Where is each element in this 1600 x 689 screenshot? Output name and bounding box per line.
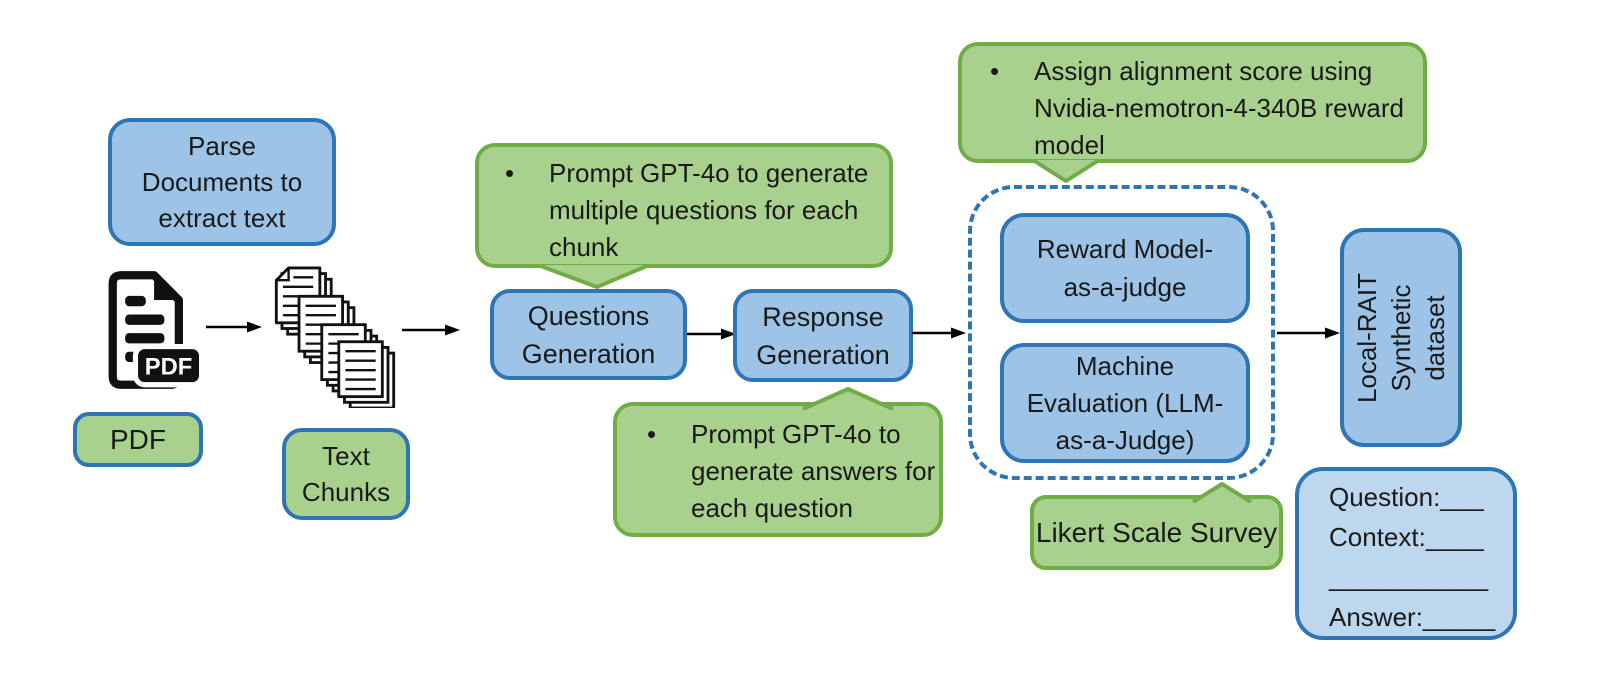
machine-evaluation-box: Machine Evaluation (LLM- as-a-Judge) [1000,343,1250,463]
dataset-box: Local-RAIT Synthetic dataset [1340,228,1462,447]
text-chunks-label-text: Text Chunks [301,441,391,507]
questions-generation-label: Questions Generation [521,300,656,369]
machine-evaluation-label: Machine Evaluation (LLM- as-a-Judge) [1026,350,1224,455]
reward-model-callout: • Assign alignment score using Nvidia-ne… [958,42,1427,183]
likert-survey-callout: Likert Scale Survey [1030,482,1283,570]
dataset-box-label: Local-RAIT Synthetic dataset [1352,272,1450,403]
qa-template-card: Question:___ Context:____ ___________ An… [1295,467,1517,640]
parse-documents-label: Parse Documents to extract text [141,131,303,233]
response-callout-text: Prompt GPT-4o to generate answers for ea… [691,419,936,523]
response-generation-label: Response Generation [756,301,890,370]
text-chunks-label: Text Chunks [282,428,410,520]
questions-callout-text: Prompt GPT-4o to generate multiple quest… [549,158,869,262]
reward-model-box: Reward Model- as-a-judge [1000,213,1250,323]
reward-callout-text: Assign alignment score using Nvidia-nemo… [1034,56,1404,160]
questions-generation-callout: • Prompt GPT-4o to generate multiple que… [475,143,893,289]
callout-tail-up [1192,482,1252,503]
pdf-label-text: PDF [110,423,166,455]
reward-model-label: Reward Model- as-a-judge [1036,234,1214,302]
text-chunks-stack-icon [274,266,396,410]
likert-survey-label: Likert Scale Survey [1035,516,1278,548]
bullet: • [505,158,515,188]
flow-arrow [912,325,966,346]
flow-arrow [1277,325,1340,346]
pdf-document-icon: PDF [100,268,205,392]
flow-arrow [206,319,262,340]
pdf-badge-text: PDF [145,353,193,380]
bullet: • [647,419,657,449]
flow-arrow [402,322,460,343]
qa-template-text: Question:___ Context:____ ___________ An… [1329,482,1496,632]
pdf-label: PDF [73,412,203,467]
flow-arrow [687,326,736,347]
parse-documents-box: Parse Documents to extract text [108,118,336,246]
callout-tail-down [1032,159,1101,183]
evaluation-dashed-group [968,185,1275,480]
callout-tail-down [537,264,650,289]
bullet: • [990,56,1000,86]
questions-generation-box: Questions Generation [490,289,687,380]
callout-tail-up [802,387,894,410]
response-generation-box: Response Generation [733,289,913,382]
response-generation-callout: • Prompt GPT-4o to generate answers for … [613,387,943,537]
